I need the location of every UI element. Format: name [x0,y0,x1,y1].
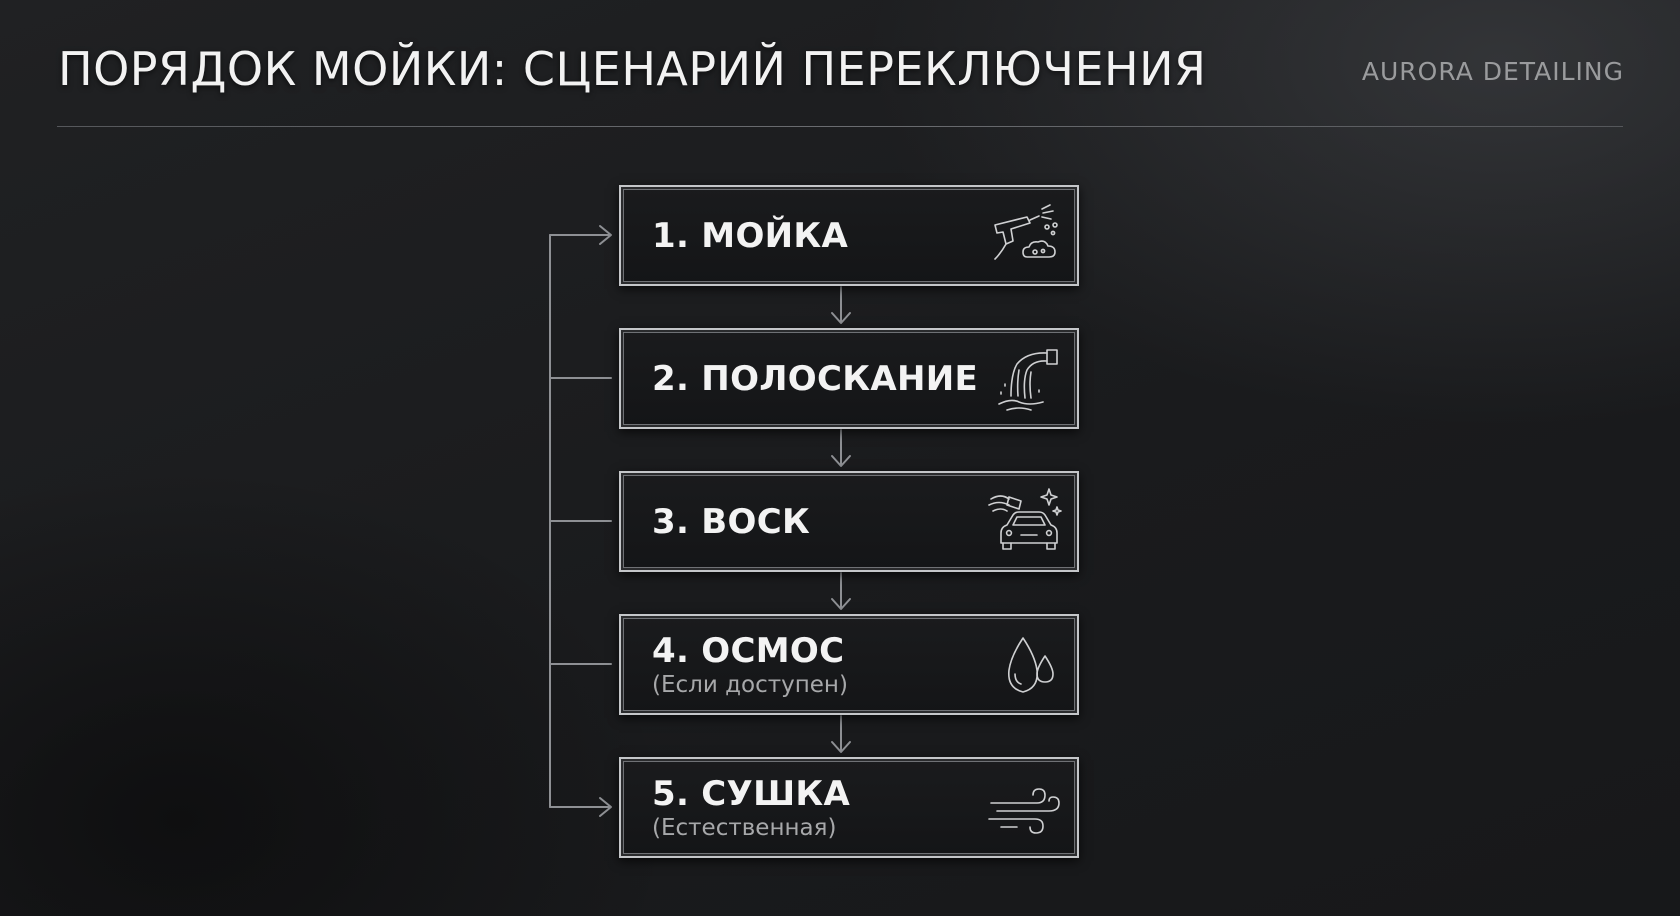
arrow-4-5 [831,715,851,753]
step-label: 2. ПОЛОСКАНИЕ [652,358,979,399]
step-note: (Естественная) [652,815,837,841]
bus-to-step-5-arrow [549,797,612,817]
step-label: 5. СУШКА [652,774,851,814]
car-polish-sparkle-icon [987,487,1063,559]
step-osmosis: 4. ОСМОС (Если доступен) [619,614,1079,715]
header-divider [57,126,1623,127]
step-wash: 1. МОЙКА [619,185,1079,286]
step-rinse: 2. ПОЛОСКАНИЕ [619,328,1079,429]
step-wax: 3. ВОСК [619,471,1079,572]
water-drops-icon [987,630,1063,702]
wind-icon [987,773,1063,845]
water-tap-flow-icon [987,344,1063,416]
page-title: ПОРЯДОК МОЙКИ: СЦЕНАРИЙ ПЕРЕКЛЮЧЕНИЯ [58,42,1207,96]
brand-name: AURORA DETAILING [1361,57,1624,86]
step-label: 3. ВОСК [652,501,811,542]
pressure-washer-foam-icon [987,201,1063,273]
arrow-2-3 [831,429,851,467]
step-note: (Если доступен) [652,672,848,698]
arrow-3-4 [831,572,851,610]
step-dry: 5. СУШКА (Естественная) [619,757,1079,858]
step-label: 1. МОЙКА [652,215,849,256]
arrow-1-2 [831,286,851,324]
bus-to-step-1-arrow [549,225,612,245]
step-label: 4. ОСМОС [652,631,845,671]
